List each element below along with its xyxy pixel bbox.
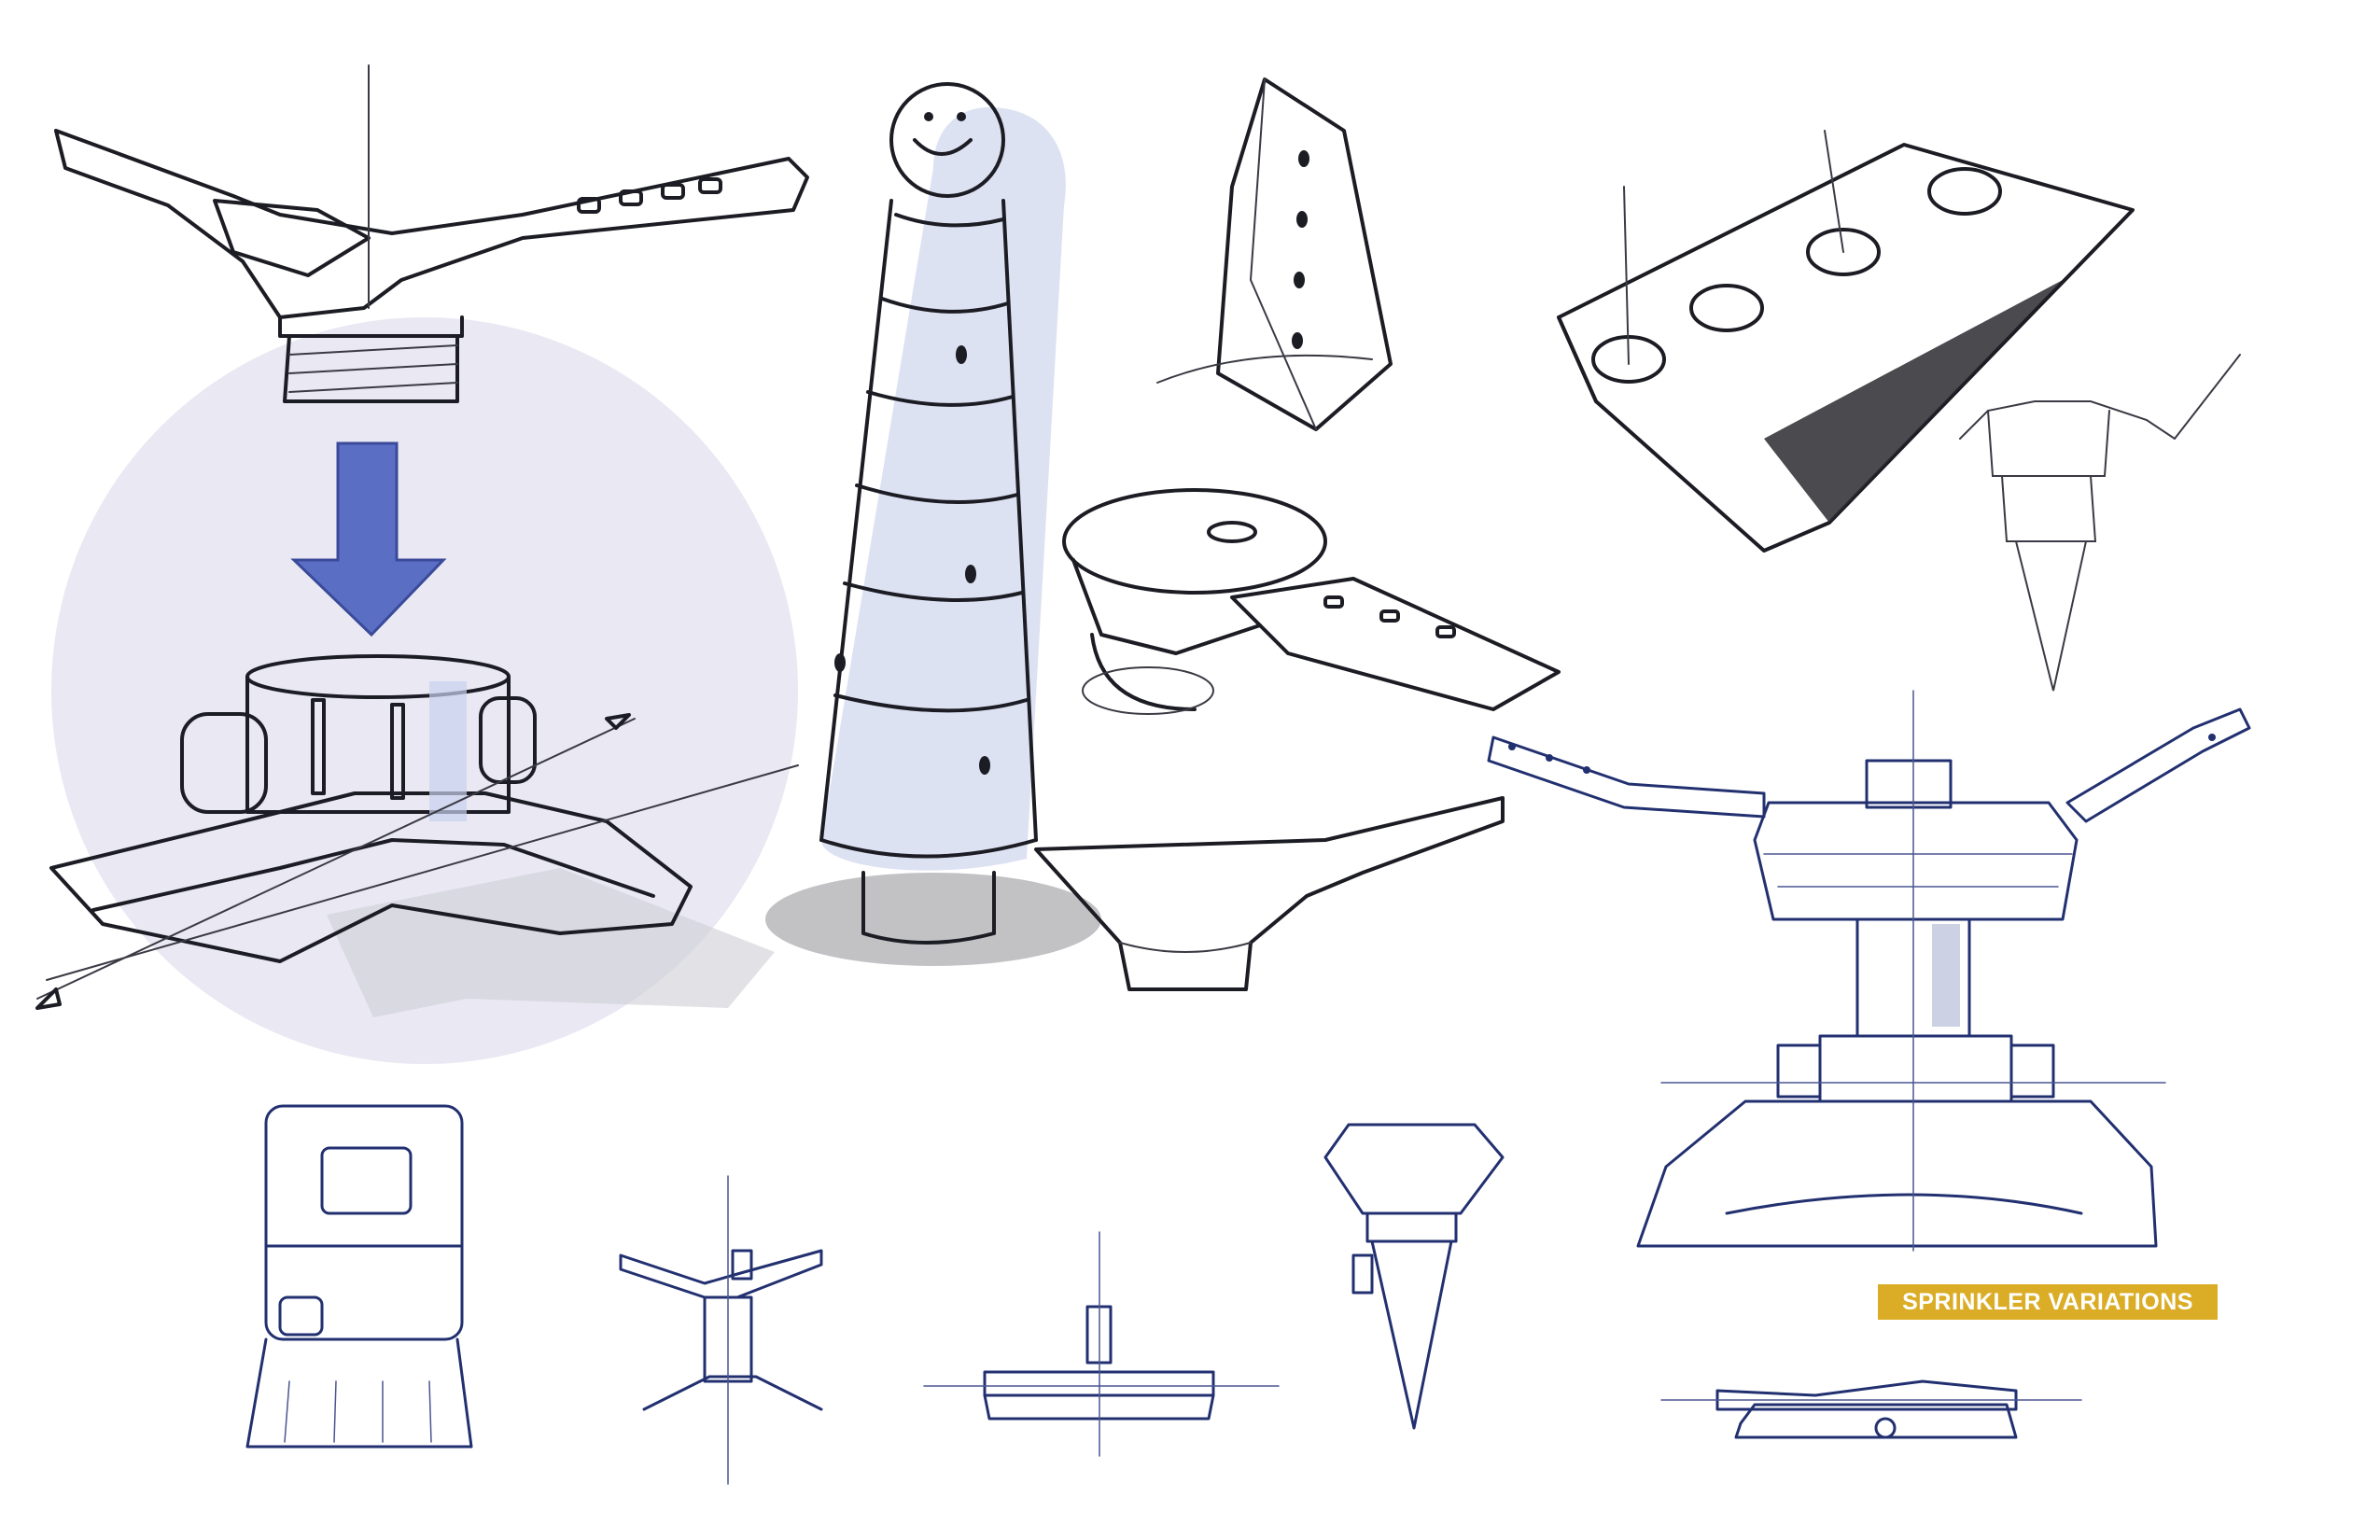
sketch-small-winged-spike [1959,354,2241,692]
sketch-smiley-tower [765,82,1101,966]
sketch-winged-head [54,64,809,403]
sketch-wedge-arm [1557,130,2135,553]
sketch-faceted-prism [1156,77,1393,431]
sketch-funnel-spike [1323,1123,1505,1430]
sketch-mini-winged [619,1175,823,1485]
sketch-bowl-sprinkler [1034,796,1505,991]
sprinkler-variations-caption: SPRINKLER VARIATIONS [1902,1288,2193,1315]
sketch-cabinet-sprinkler [245,1104,473,1449]
sketch-pedestal-sprinkler [1487,690,2251,1252]
caption-background [1878,1284,2218,1320]
sketch-flat-disc [923,1231,1280,1457]
sketch-assembled-sprinkler [35,654,799,1017]
sketch-saucer-variation [1062,488,1561,715]
blue-down-arrow [290,441,447,637]
sketch-low-disc [1660,1379,2082,1439]
